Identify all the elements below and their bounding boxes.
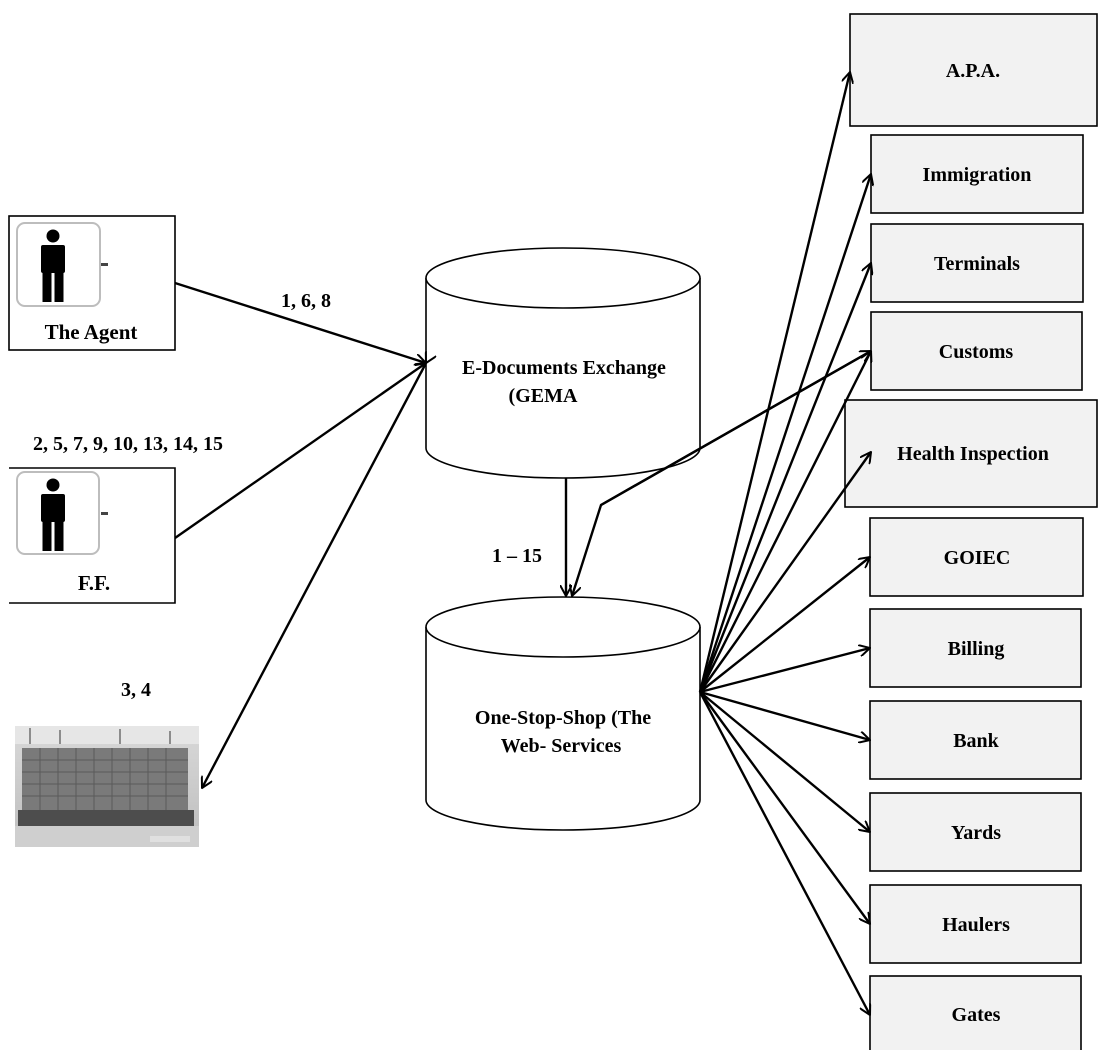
fan-out-edges [698, 72, 871, 1015]
entity-gates: Gates [869, 975, 1082, 1050]
person-icon [16, 471, 108, 555]
edge-oss-to-haulers [699, 691, 870, 924]
entity-label: A.P.A. [946, 60, 1000, 82]
container-ship-photo [15, 726, 199, 847]
oss-label-line-2: Web- Services [501, 735, 622, 757]
edge-oss-to-terminals [698, 263, 871, 693]
edge-gema-ship [202, 363, 426, 788]
entity-boxes: A.P.A. Immigration Terminals Customs Hea… [844, 13, 1098, 1050]
edge-agent-to-gema [174, 281, 426, 363]
edge-label-agent: 1, 6, 8 [281, 290, 331, 312]
edge-oss-to-customs-fan [698, 351, 871, 693]
edge-label-ship: 3, 4 [121, 679, 151, 701]
oss-label-line-1: One-Stop-Shop (The [475, 707, 651, 729]
entity-customs: Customs [870, 311, 1083, 391]
ff-actor: F.F. [9, 467, 176, 604]
edge-oss-to-bank [699, 690, 870, 740]
gema-database: E-Documents Exchange (GEMA [425, 247, 701, 479]
agent-label: The Agent [45, 320, 138, 344]
ff-label: F.F. [78, 571, 110, 595]
entity-haulers: Haulers [869, 884, 1082, 964]
entity-apa: A.P.A. [849, 13, 1098, 127]
person-icon [16, 222, 108, 307]
entity-label: Terminals [934, 253, 1020, 275]
entity-immigration: Immigration [870, 134, 1084, 214]
edge-label-gema-oss: 1 – 15 [492, 545, 542, 567]
edge-label-ff: 2, 5, 7, 9, 10, 13, 14, 15 [33, 433, 223, 455]
gema-label-line-1: E-Documents Exchange [462, 357, 666, 379]
entity-label: GOIEC [944, 547, 1011, 569]
entity-label: Health Inspection [897, 443, 1049, 465]
edge-oss-to-yards [699, 691, 870, 832]
edge-oss-to-billing [699, 648, 870, 694]
entity-label: Yards [951, 822, 1001, 844]
entity-label: Haulers [942, 914, 1010, 936]
entity-terminals: Terminals [870, 223, 1084, 303]
gema-label-line-2: (GEMA [509, 385, 578, 407]
edge-oss-to-immigration [698, 174, 871, 693]
entity-label: Bank [953, 730, 999, 752]
entity-label: Billing [948, 638, 1005, 660]
edge-oss-to-goiec [699, 557, 870, 693]
entity-yards: Yards [869, 792, 1082, 872]
entity-bank: Bank [869, 700, 1082, 780]
edge-oss-to-apa [698, 72, 850, 693]
entity-label: Gates [952, 1004, 1001, 1026]
edge-oss-to-gates [698, 691, 870, 1015]
edge-oss-to-health [699, 452, 871, 693]
one-stop-shop-database: One-Stop-Shop (The Web- Services [425, 596, 701, 831]
entity-label: Immigration [923, 164, 1032, 186]
entity-billing: Billing [869, 608, 1082, 688]
entity-goiec: GOIEC [869, 517, 1084, 597]
agent-actor: The Agent [8, 215, 176, 351]
entity-health-inspection: Health Inspection [844, 399, 1098, 508]
entity-label: Customs [939, 341, 1014, 363]
